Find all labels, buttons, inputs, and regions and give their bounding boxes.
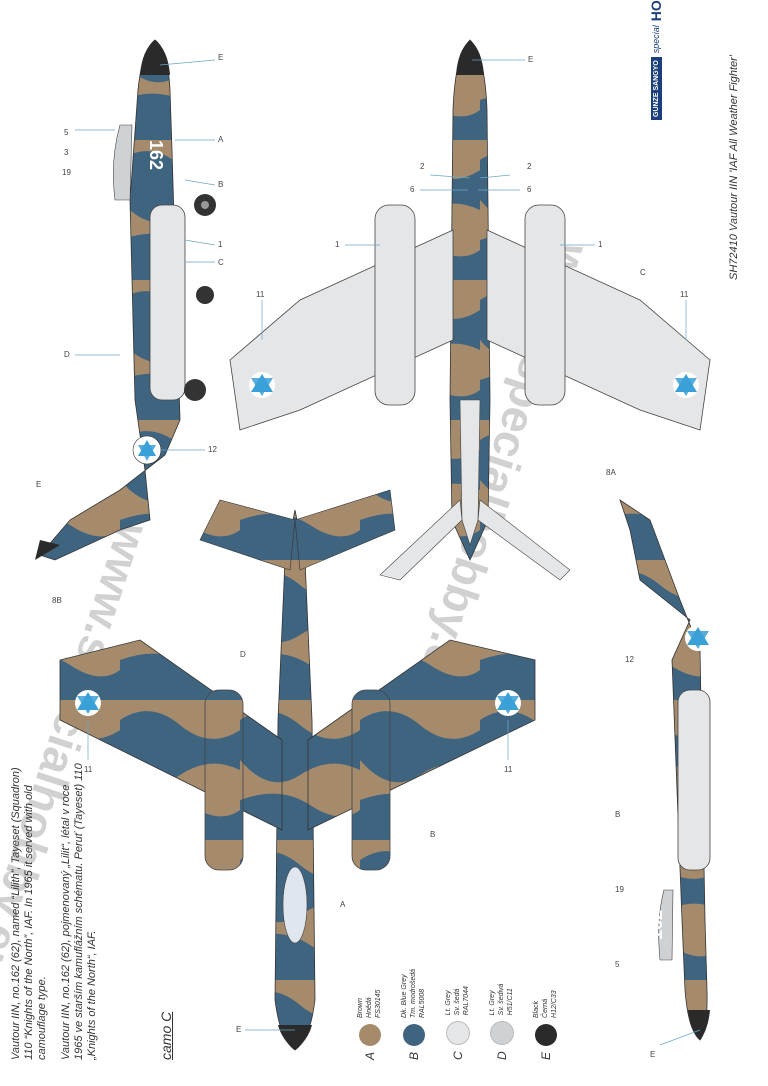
callout-D: D [64, 350, 70, 359]
brand-logo: GUNZE SANGYO special HOBBY [648, 0, 664, 120]
callout-11-right: 11 [680, 290, 689, 299]
callout-D-plan: D [240, 650, 246, 659]
callout-B-plan: B [430, 830, 436, 839]
underside-plan [229, 39, 711, 581]
callout-E-top: E [528, 55, 534, 64]
callout-19: 19 [62, 168, 71, 177]
brand-hobby: HOBBY [648, 0, 664, 21]
callout-C: C [218, 258, 224, 267]
callout-C-right: C [640, 268, 646, 277]
scheme-label: camo C [158, 1011, 174, 1060]
callout-6-right: 6 [527, 185, 532, 194]
callout-2-right: 2 [527, 162, 532, 171]
side-profile-right: 162 [619, 499, 711, 1041]
callout-12: 12 [208, 445, 217, 454]
callout-E: E [218, 53, 224, 62]
callout-1: 1 [218, 240, 223, 249]
callout-5-right: 5 [615, 960, 620, 969]
callout-2-left: 2 [420, 162, 425, 171]
callout-8B: 8B [52, 596, 62, 605]
callout-5: 5 [64, 128, 69, 137]
callout-3: 3 [64, 148, 69, 157]
callout-B: B [218, 180, 224, 189]
callout-6-left: 6 [410, 185, 415, 194]
callout-19-right: 19 [615, 885, 624, 894]
callout-1-left: 1 [335, 240, 340, 249]
callout-12-right: 12 [625, 655, 634, 664]
description-en: Vautour IIN, no.162 (62), named “Lilith”… [10, 767, 48, 1060]
brand-special: special [651, 25, 661, 54]
svg-text:162: 162 [146, 140, 166, 170]
callout-lines [75, 59, 701, 1046]
callout-8A: 8A [606, 468, 616, 477]
callout-11-left: 11 [256, 290, 265, 299]
upper-plan [59, 489, 536, 1051]
callout-A: A [218, 135, 224, 144]
callout-A-plan: A [340, 900, 346, 909]
callout-B-right: B [615, 810, 621, 819]
callout-1-right: 1 [598, 240, 603, 249]
svg-text:162: 162 [646, 910, 666, 940]
callout-E-tail: E [36, 480, 42, 489]
callout-11-wr: 11 [504, 765, 513, 774]
callout-E-plan: E [236, 1025, 242, 1034]
side-profile-left: 162 [35, 39, 216, 561]
callout-E-right: E [650, 1050, 656, 1059]
description-cz: Vautour IIN, no.162 (62), pojmenovaný „L… [60, 763, 98, 1060]
brand-gunze: GUNZE SANGYO [650, 57, 662, 120]
product-title: SH72410 Vautour IIN 'IAF All Weather Fig… [728, 55, 740, 280]
callout-11-wl: 11 [84, 765, 93, 774]
